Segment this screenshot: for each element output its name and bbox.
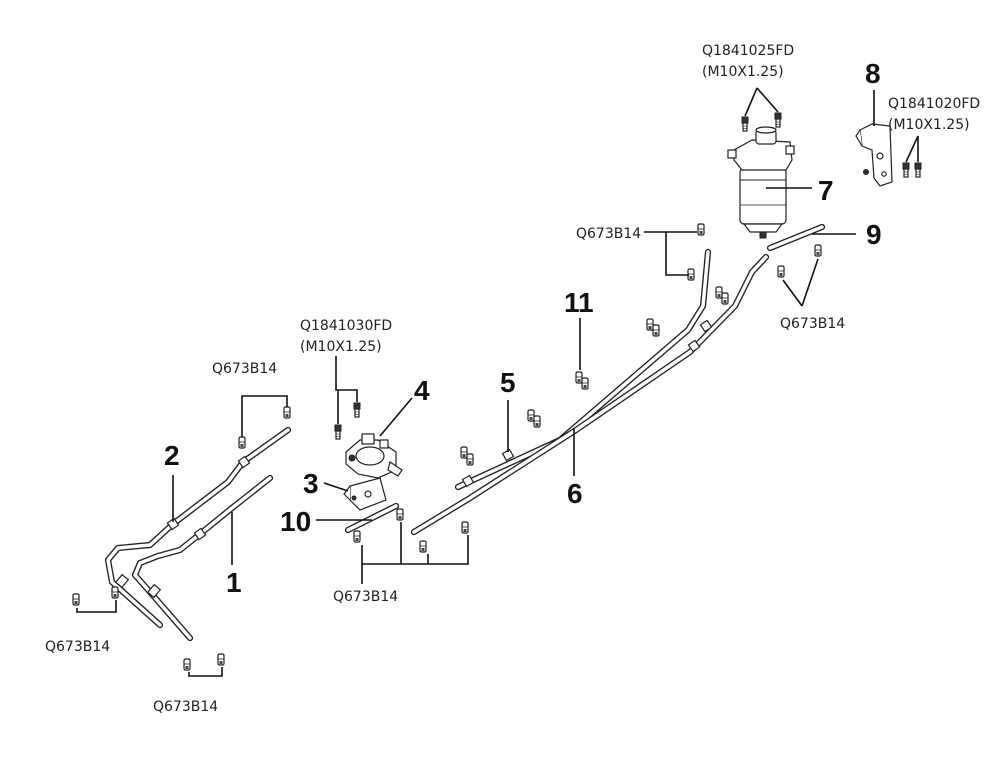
callout-2: 2 xyxy=(164,440,180,471)
clip-label-bottom: Q673B14 xyxy=(153,699,218,715)
fuel-filter-7 xyxy=(727,126,795,239)
callout-9: 9 xyxy=(866,219,882,250)
clip-label-right: Q673B14 xyxy=(780,316,845,332)
bolt-label-8: Q1841020FD xyxy=(888,96,980,112)
callout-11: 11 xyxy=(564,287,594,318)
fuel-pipe-2 xyxy=(104,426,292,629)
clip-label-center: Q673B14 xyxy=(333,589,398,605)
clip-label-upper: Q673B14 xyxy=(576,226,641,242)
clip-label-upper-left: Q673B14 xyxy=(212,361,277,377)
callout-8: 8 xyxy=(865,58,881,89)
leader-lines xyxy=(76,87,919,677)
callout-1: 1 xyxy=(226,567,242,598)
callout-5: 5 xyxy=(500,367,516,398)
bolt-label-4: Q1841030FD xyxy=(300,318,392,334)
clip-label-left: Q673B14 xyxy=(45,639,110,655)
callout-10: 10 xyxy=(280,506,311,537)
pipe-joints-left xyxy=(114,455,251,599)
fuel-pipe-6 xyxy=(410,253,770,536)
callout-3: 3 xyxy=(303,468,319,499)
fuel-pipe-9 xyxy=(766,223,826,252)
pipe-joints-long xyxy=(461,319,713,488)
clip-parts xyxy=(72,223,822,671)
fuel-pipe-1 xyxy=(131,474,274,642)
bolt-thread-7: (M10X1.25) xyxy=(702,64,784,80)
bolt-thread-8: (M10X1.25) xyxy=(888,117,970,133)
fuel-pipe-10 xyxy=(344,502,400,534)
filter-bracket-8 xyxy=(855,123,893,187)
callout-6: 6 xyxy=(567,478,583,509)
callout-numbers: 1 2 3 4 5 6 7 8 9 10 11 xyxy=(164,58,882,598)
part-number-labels: Q673B14 Q673B14 Q673B14 Q673B14 Q673B14 … xyxy=(45,43,980,715)
bolt-thread-4: (M10X1.25) xyxy=(300,339,382,355)
callout-7: 7 xyxy=(818,175,834,206)
fuel-filter-head-4 xyxy=(345,433,403,479)
fuel-pipe-5 xyxy=(454,248,712,491)
filter-bracket-3 xyxy=(343,477,387,511)
bolt-label-7: Q1841025FD xyxy=(702,43,794,59)
callout-4: 4 xyxy=(414,375,430,406)
